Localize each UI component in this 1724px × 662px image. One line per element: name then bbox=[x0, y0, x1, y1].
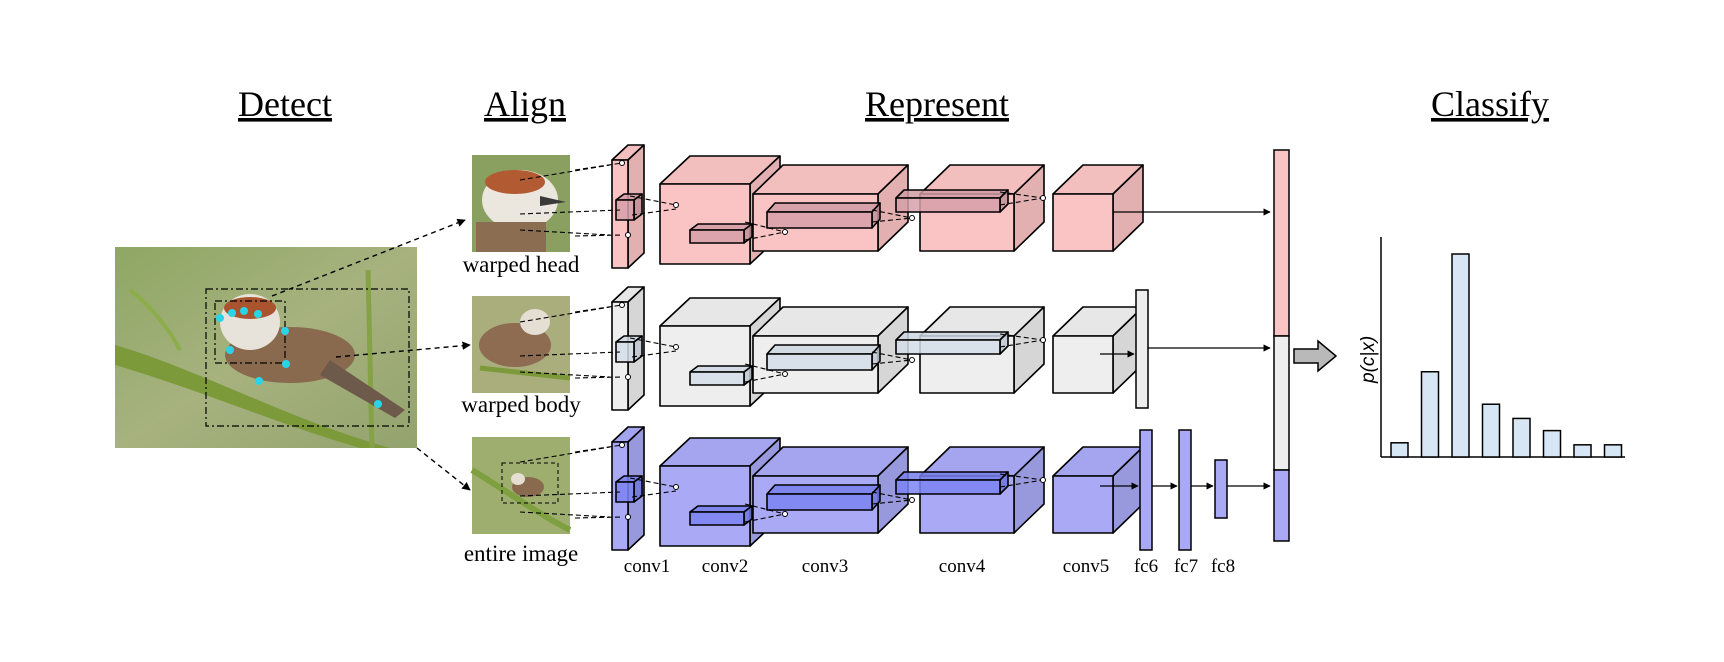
receptive-field-line bbox=[744, 373, 786, 383]
fc6-vector bbox=[1139, 429, 1153, 551]
concatenated-feature-vector bbox=[1273, 149, 1290, 542]
receptive-field-line bbox=[871, 217, 913, 223]
crop-body-thumbnail bbox=[472, 296, 571, 393]
receptive-field-line bbox=[744, 221, 786, 233]
stream-body bbox=[519, 286, 1271, 411]
layer-label-conv2: conv2 bbox=[702, 556, 748, 577]
receptive-field-point bbox=[673, 202, 679, 208]
histogram-bar bbox=[1390, 442, 1409, 458]
crop-to-conv1-line bbox=[519, 229, 611, 236]
receptive-field-point bbox=[1040, 477, 1046, 483]
receptive-field-point bbox=[625, 232, 631, 238]
conv4-kernel bbox=[895, 331, 1009, 355]
crop-image-thumbnail bbox=[470, 437, 572, 534]
conv2-kernel bbox=[689, 505, 753, 526]
conv3-kernel bbox=[766, 202, 881, 229]
receptive-field-point bbox=[625, 514, 631, 520]
cnn-streams bbox=[519, 144, 1271, 551]
conv4-kernel bbox=[895, 189, 1009, 213]
layer-label-conv5: conv5 bbox=[1063, 556, 1109, 577]
receptive-field-point bbox=[782, 229, 788, 235]
receptive-field-line bbox=[999, 197, 1044, 206]
receptive-field-line bbox=[519, 351, 621, 357]
receptive-field-line bbox=[871, 359, 913, 365]
fc8-vector bbox=[1214, 459, 1228, 519]
receptive-field-line bbox=[744, 503, 786, 515]
receptive-field-point bbox=[619, 442, 625, 448]
receptive-field-line bbox=[871, 209, 913, 219]
receptive-field-point bbox=[619, 302, 625, 308]
crop-body-label: warped body bbox=[461, 392, 581, 417]
receptive-field-line bbox=[999, 339, 1044, 348]
receptive-field-point bbox=[909, 215, 915, 221]
layer-labels: conv1 conv2 conv3 conv4 conv5 fc6 fc7 fc… bbox=[624, 556, 1235, 577]
conv5-block bbox=[1052, 164, 1144, 252]
conv2-kernel bbox=[689, 223, 753, 244]
stream-head bbox=[519, 144, 1271, 269]
conv2-kernel bbox=[689, 365, 753, 386]
fc7-vector bbox=[1178, 429, 1192, 551]
detect-to-align-connectors bbox=[271, 218, 471, 491]
receptive-field-point bbox=[1040, 337, 1046, 343]
receptive-field-point bbox=[782, 371, 788, 377]
receptive-field-point bbox=[909, 357, 915, 363]
histogram-bar bbox=[1451, 253, 1470, 458]
crop-to-conv1-line bbox=[519, 371, 611, 378]
crop-image-label: entire image bbox=[464, 541, 578, 566]
stage-title-align: Align bbox=[484, 84, 566, 124]
receptive-field-line bbox=[744, 231, 786, 241]
receptive-field-line bbox=[871, 351, 913, 361]
histogram-y-label: p(c|x) bbox=[1358, 336, 1379, 384]
receptive-field-line bbox=[999, 473, 1044, 481]
layer-label-conv4: conv4 bbox=[939, 556, 986, 577]
layer-label-conv3: conv3 bbox=[802, 556, 848, 577]
histogram-bar bbox=[1512, 417, 1531, 458]
receptive-field-line bbox=[999, 479, 1044, 488]
histogram-bar bbox=[1542, 429, 1562, 458]
crop-to-conv1-line bbox=[519, 511, 611, 518]
stream-image bbox=[519, 426, 1271, 551]
crop-head-label: warped head bbox=[463, 252, 580, 277]
receptive-field-line bbox=[999, 333, 1044, 341]
histogram-bar bbox=[1481, 403, 1501, 458]
receptive-field-point bbox=[782, 511, 788, 517]
stage-title-classify: Classify bbox=[1431, 84, 1549, 124]
fc6-vector bbox=[1135, 289, 1149, 409]
histogram-bar bbox=[1603, 444, 1623, 458]
conv3-kernel bbox=[766, 344, 881, 371]
receptive-field-point bbox=[619, 160, 625, 166]
conv5-block bbox=[1052, 306, 1144, 394]
crop-to-conv1-line bbox=[519, 164, 611, 181]
class-probability-chart: p(c|x) bbox=[1358, 237, 1625, 458]
histogram-bar bbox=[1420, 370, 1440, 458]
receptive-field-line bbox=[871, 491, 913, 501]
stage-title-detect: Detect bbox=[238, 84, 332, 124]
receptive-field-point bbox=[673, 484, 679, 490]
receptive-field-point bbox=[625, 374, 631, 380]
bird-photo bbox=[115, 247, 417, 449]
receptive-field-point bbox=[1040, 195, 1046, 201]
receptive-field-line bbox=[519, 491, 621, 497]
conv4-kernel bbox=[895, 471, 1009, 495]
layer-label-fc7: fc7 bbox=[1174, 556, 1198, 577]
layer-label-conv1: conv1 bbox=[624, 556, 670, 577]
receptive-field-point bbox=[909, 497, 915, 503]
stage-title-represent: Represent bbox=[865, 84, 1009, 124]
layer-label-fc8: fc8 bbox=[1211, 556, 1235, 577]
receptive-field-line bbox=[999, 191, 1044, 199]
crop-to-conv1-line bbox=[519, 446, 611, 463]
classify-arrow-icon bbox=[1293, 339, 1338, 373]
conv3-kernel bbox=[766, 484, 881, 511]
crop-head-thumbnail bbox=[472, 155, 570, 252]
receptive-field-line bbox=[519, 209, 621, 215]
crop-to-conv1-line bbox=[519, 306, 611, 323]
receptive-field-line bbox=[744, 513, 786, 523]
receptive-field-line bbox=[871, 499, 913, 505]
conv5-block bbox=[1052, 446, 1144, 534]
receptive-field-point bbox=[673, 344, 679, 350]
histogram-bar bbox=[1573, 444, 1592, 458]
receptive-field-line bbox=[744, 363, 786, 375]
layer-label-fc6: fc6 bbox=[1134, 556, 1158, 577]
